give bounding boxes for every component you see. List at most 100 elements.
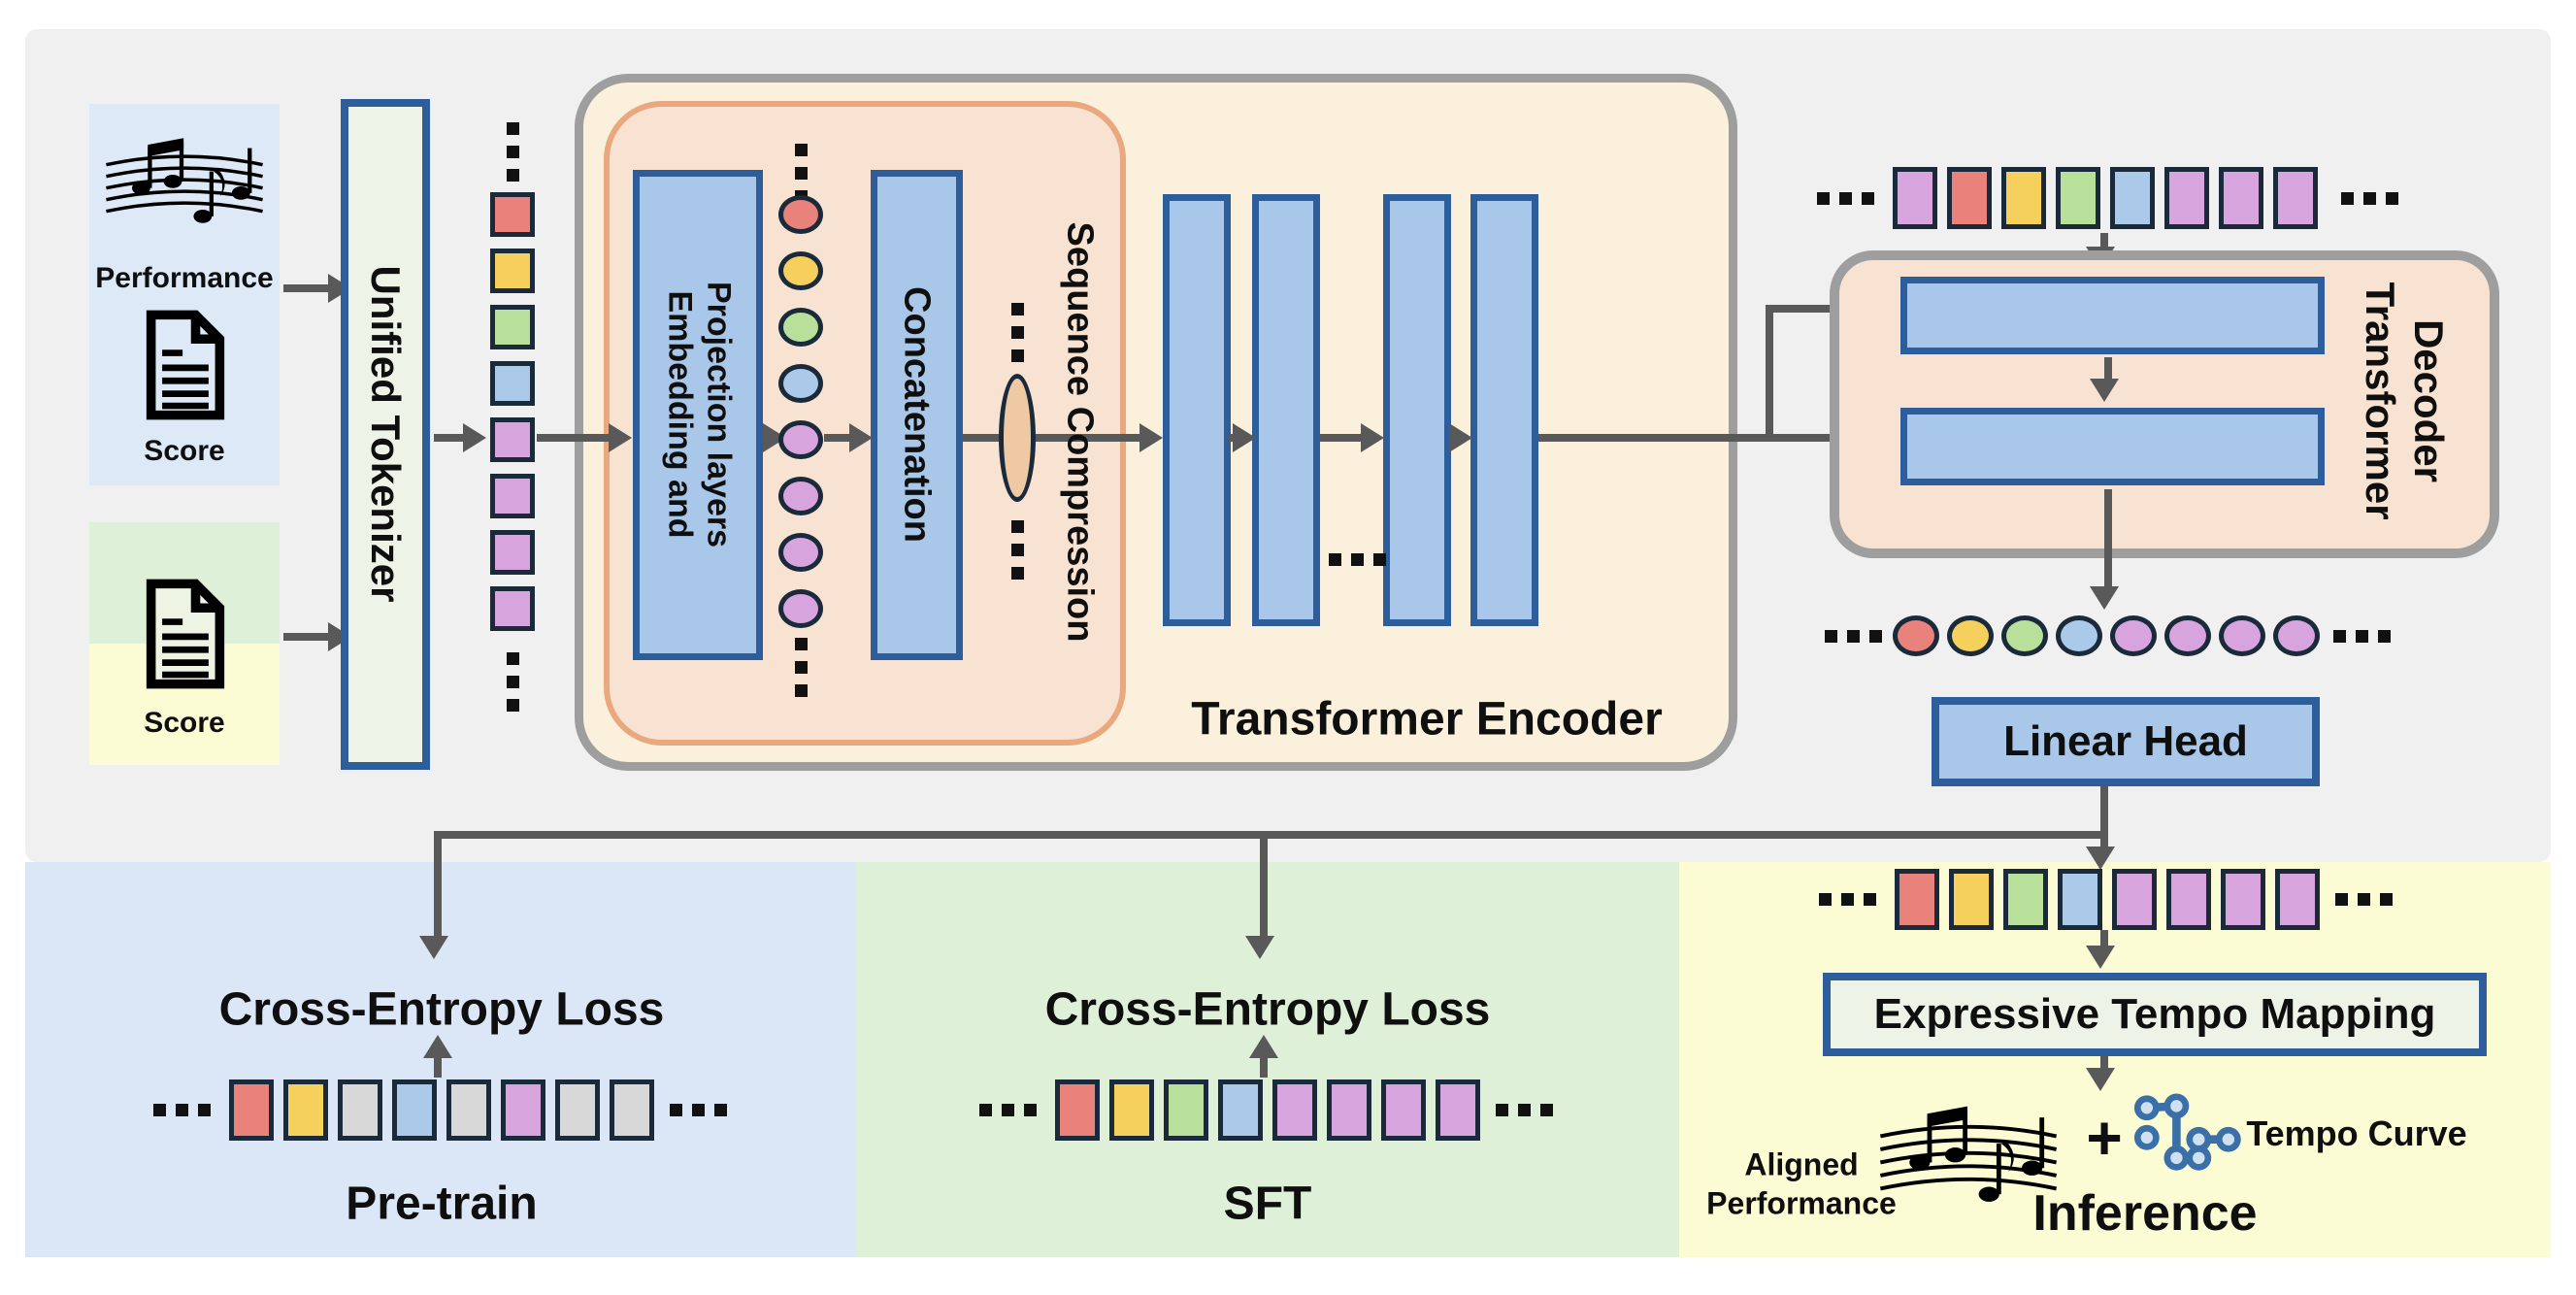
performance-label: Performance (95, 262, 274, 294)
ellipsis-icon (1011, 303, 1024, 362)
ellipsis-icon (1496, 1104, 1553, 1116)
arrowhead-pretrain-tokens-to-loss (423, 1035, 452, 1058)
pretrain-token-row (229, 1079, 654, 1141)
pretrain-tokens-to-loss-line (434, 1058, 442, 1078)
embedding-circles-column (778, 195, 823, 628)
token-blue (392, 1079, 437, 1141)
embedding-projection-box (633, 170, 763, 660)
arrowhead-sft-tokens-to-loss (1249, 1035, 1278, 1058)
score-label-top: Score (144, 435, 225, 467)
token-purple (501, 1079, 545, 1141)
music-staff-icon (1871, 1095, 2065, 1226)
token-red (1055, 1079, 1100, 1141)
arrowhead-block2-to-block3 (1361, 423, 1384, 452)
arrow-mapping-to-output (2100, 1056, 2108, 1068)
ellipsis-icon (1011, 520, 1024, 580)
decoder-output-circles-row (1893, 615, 2320, 656)
token-purple (2110, 615, 2157, 656)
sft-stage-label: SFT (1223, 1178, 1312, 1230)
ellipsis-icon (2341, 192, 2398, 205)
token-yellow (778, 251, 823, 290)
encoder-output-branch-vertical (1766, 305, 1773, 442)
token-purple (778, 477, 823, 515)
sft-tokens-to-loss-line (1260, 1058, 1268, 1078)
transformer-encoder-label: Transformer Encoder (1191, 693, 1663, 746)
token-gray (555, 1079, 600, 1141)
arrowhead-to-inference (2086, 847, 2115, 870)
token-yellow (2001, 167, 2046, 229)
decoder-block-1 (1900, 277, 2325, 354)
sft-loss-label: Cross-Entropy Loss (1044, 983, 1491, 1036)
token-purple (778, 533, 823, 572)
token-purple (490, 417, 535, 462)
arrowhead-to-sft (1245, 936, 1274, 959)
token-red (778, 195, 823, 234)
token-yellow (1109, 1079, 1154, 1141)
inference-token-row (1895, 869, 2320, 930)
arrowhead-concat-to-encoder-blocks (1139, 423, 1163, 452)
aligned-performance-label-line2: Performance (1706, 1185, 1897, 1221)
linear-head-box (1932, 697, 2320, 786)
arrow-block1-to-block2 (1229, 434, 1235, 442)
encoder-block-1 (1163, 194, 1231, 626)
token-purple (778, 420, 823, 459)
token-green (2001, 615, 2048, 656)
token-green (1164, 1079, 1208, 1141)
token-red (1895, 869, 1939, 930)
token-gray (338, 1079, 382, 1141)
ellipsis-icon (2335, 893, 2393, 906)
arrow-performance-to-tokenizer (283, 284, 328, 292)
token-yellow (490, 249, 535, 293)
score-document-icon (144, 306, 227, 424)
decoder-input-token-row (1893, 167, 2318, 229)
arrow-circles-to-concatenation (824, 434, 849, 442)
token-green (2003, 869, 2048, 930)
ellipsis-icon (1819, 893, 1876, 906)
embedding-label-line1: Embedding and (661, 290, 699, 539)
token-blue (2110, 167, 2155, 229)
token-purple (2112, 869, 2157, 930)
arrow-concat-to-encoder-blocks (963, 434, 1139, 442)
music-staff-icon (101, 128, 268, 245)
arrowhead-block1-to-block2 (1233, 423, 1256, 452)
pretrain-stage-label: Pre-train (346, 1178, 538, 1230)
token-purple (2273, 167, 2318, 229)
ellipsis-icon (507, 652, 519, 712)
encoder-to-decoder-block1-line (1769, 305, 1877, 313)
token-green (778, 308, 823, 347)
branch-to-inference-line (2100, 839, 2108, 847)
arrow-tokenizer-to-tokens (434, 434, 463, 442)
score-label-bottom: Score (144, 707, 225, 739)
decoder-block-2 (1900, 408, 2325, 485)
token-purple (1327, 1079, 1371, 1141)
token-yellow (1947, 615, 1994, 656)
arrow-block2-to-block3 (1320, 434, 1361, 442)
expressive-tempo-mapping-label: Expressive Tempo Mapping (1873, 990, 2436, 1038)
ellipsis-icon (2333, 630, 2391, 643)
token-purple (1893, 167, 1937, 229)
branch-line (434, 831, 2108, 839)
ellipsis-icon (979, 1104, 1037, 1116)
token-purple (2164, 167, 2209, 229)
token-yellow (283, 1079, 328, 1141)
token-blue (778, 364, 823, 403)
compression-ellipse-icon (999, 374, 1036, 502)
token-purple (490, 530, 535, 575)
token-purple (778, 589, 823, 628)
branch-to-pretrain-line (434, 839, 442, 936)
token-purple (2164, 615, 2211, 656)
tempo-curve-label: Tempo Curve (2246, 1113, 2467, 1153)
token-purple (1381, 1079, 1426, 1141)
token-gray (610, 1079, 654, 1141)
linear-head-label: Linear Head (2003, 717, 2248, 765)
unified-tokenizer-box (341, 99, 430, 770)
score-document-icon-2 (144, 575, 227, 693)
token-blue (490, 361, 535, 406)
token-purple (490, 474, 535, 518)
token-purple (2273, 615, 2320, 656)
transformer-decoder-label-line1: Transformer (2358, 282, 2403, 520)
sft-token-row (1055, 1079, 1480, 1141)
arrow-score-to-tokenizer (283, 633, 328, 641)
arrow-decoder-to-output (2104, 489, 2112, 586)
token-purple (490, 586, 535, 631)
